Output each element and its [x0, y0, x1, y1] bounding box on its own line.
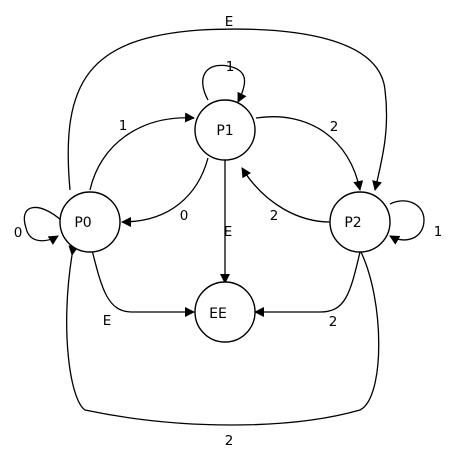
edge-p1-p2 [255, 116, 364, 191]
edge-p2-p1 [241, 167, 331, 223]
edge-label-p2-p1: 2 [270, 208, 279, 224]
edge-label-p0-p2: 2 [225, 433, 234, 449]
edge-label-p0-p1: 1 [119, 118, 128, 134]
state-label: P1 [216, 123, 233, 139]
edge-label-p1-ee: E [224, 224, 233, 240]
edge-p1-p0 [121, 157, 209, 227]
edge-label-p2-p2: 1 [434, 224, 443, 240]
state-p0: P0 [59, 191, 121, 253]
edge-label-p2-p0-top: E [225, 14, 234, 30]
state-label: P0 [74, 215, 91, 231]
edge-label-p1-p2: 2 [330, 119, 339, 135]
edge-p2-ee [254, 251, 361, 317]
edge-label-p1-p1: 1 [226, 59, 235, 75]
edge-p0-p0 [23, 206, 63, 245]
edge-p2-p2-top [67, 28, 388, 191]
edge-p2-p2 [389, 200, 425, 245]
edge-p0-p2 [66, 245, 380, 426]
state-ee: EE [194, 281, 256, 343]
edge-label-p0-p0: 0 [14, 225, 23, 241]
edge-label-p2-ee: 2 [329, 314, 338, 330]
edge-p1-p1 [202, 64, 247, 103]
edge-p0-ee [91, 249, 195, 317]
state-p1: P1 [194, 99, 256, 161]
state-label: EE [209, 306, 227, 322]
edge-p0-p1 [89, 112, 195, 191]
edge-label-p1-p0: 0 [180, 208, 189, 224]
state-label: P2 [344, 215, 361, 231]
edge-label-p0-ee: E [103, 313, 112, 329]
state-p2: P2 [329, 191, 391, 253]
